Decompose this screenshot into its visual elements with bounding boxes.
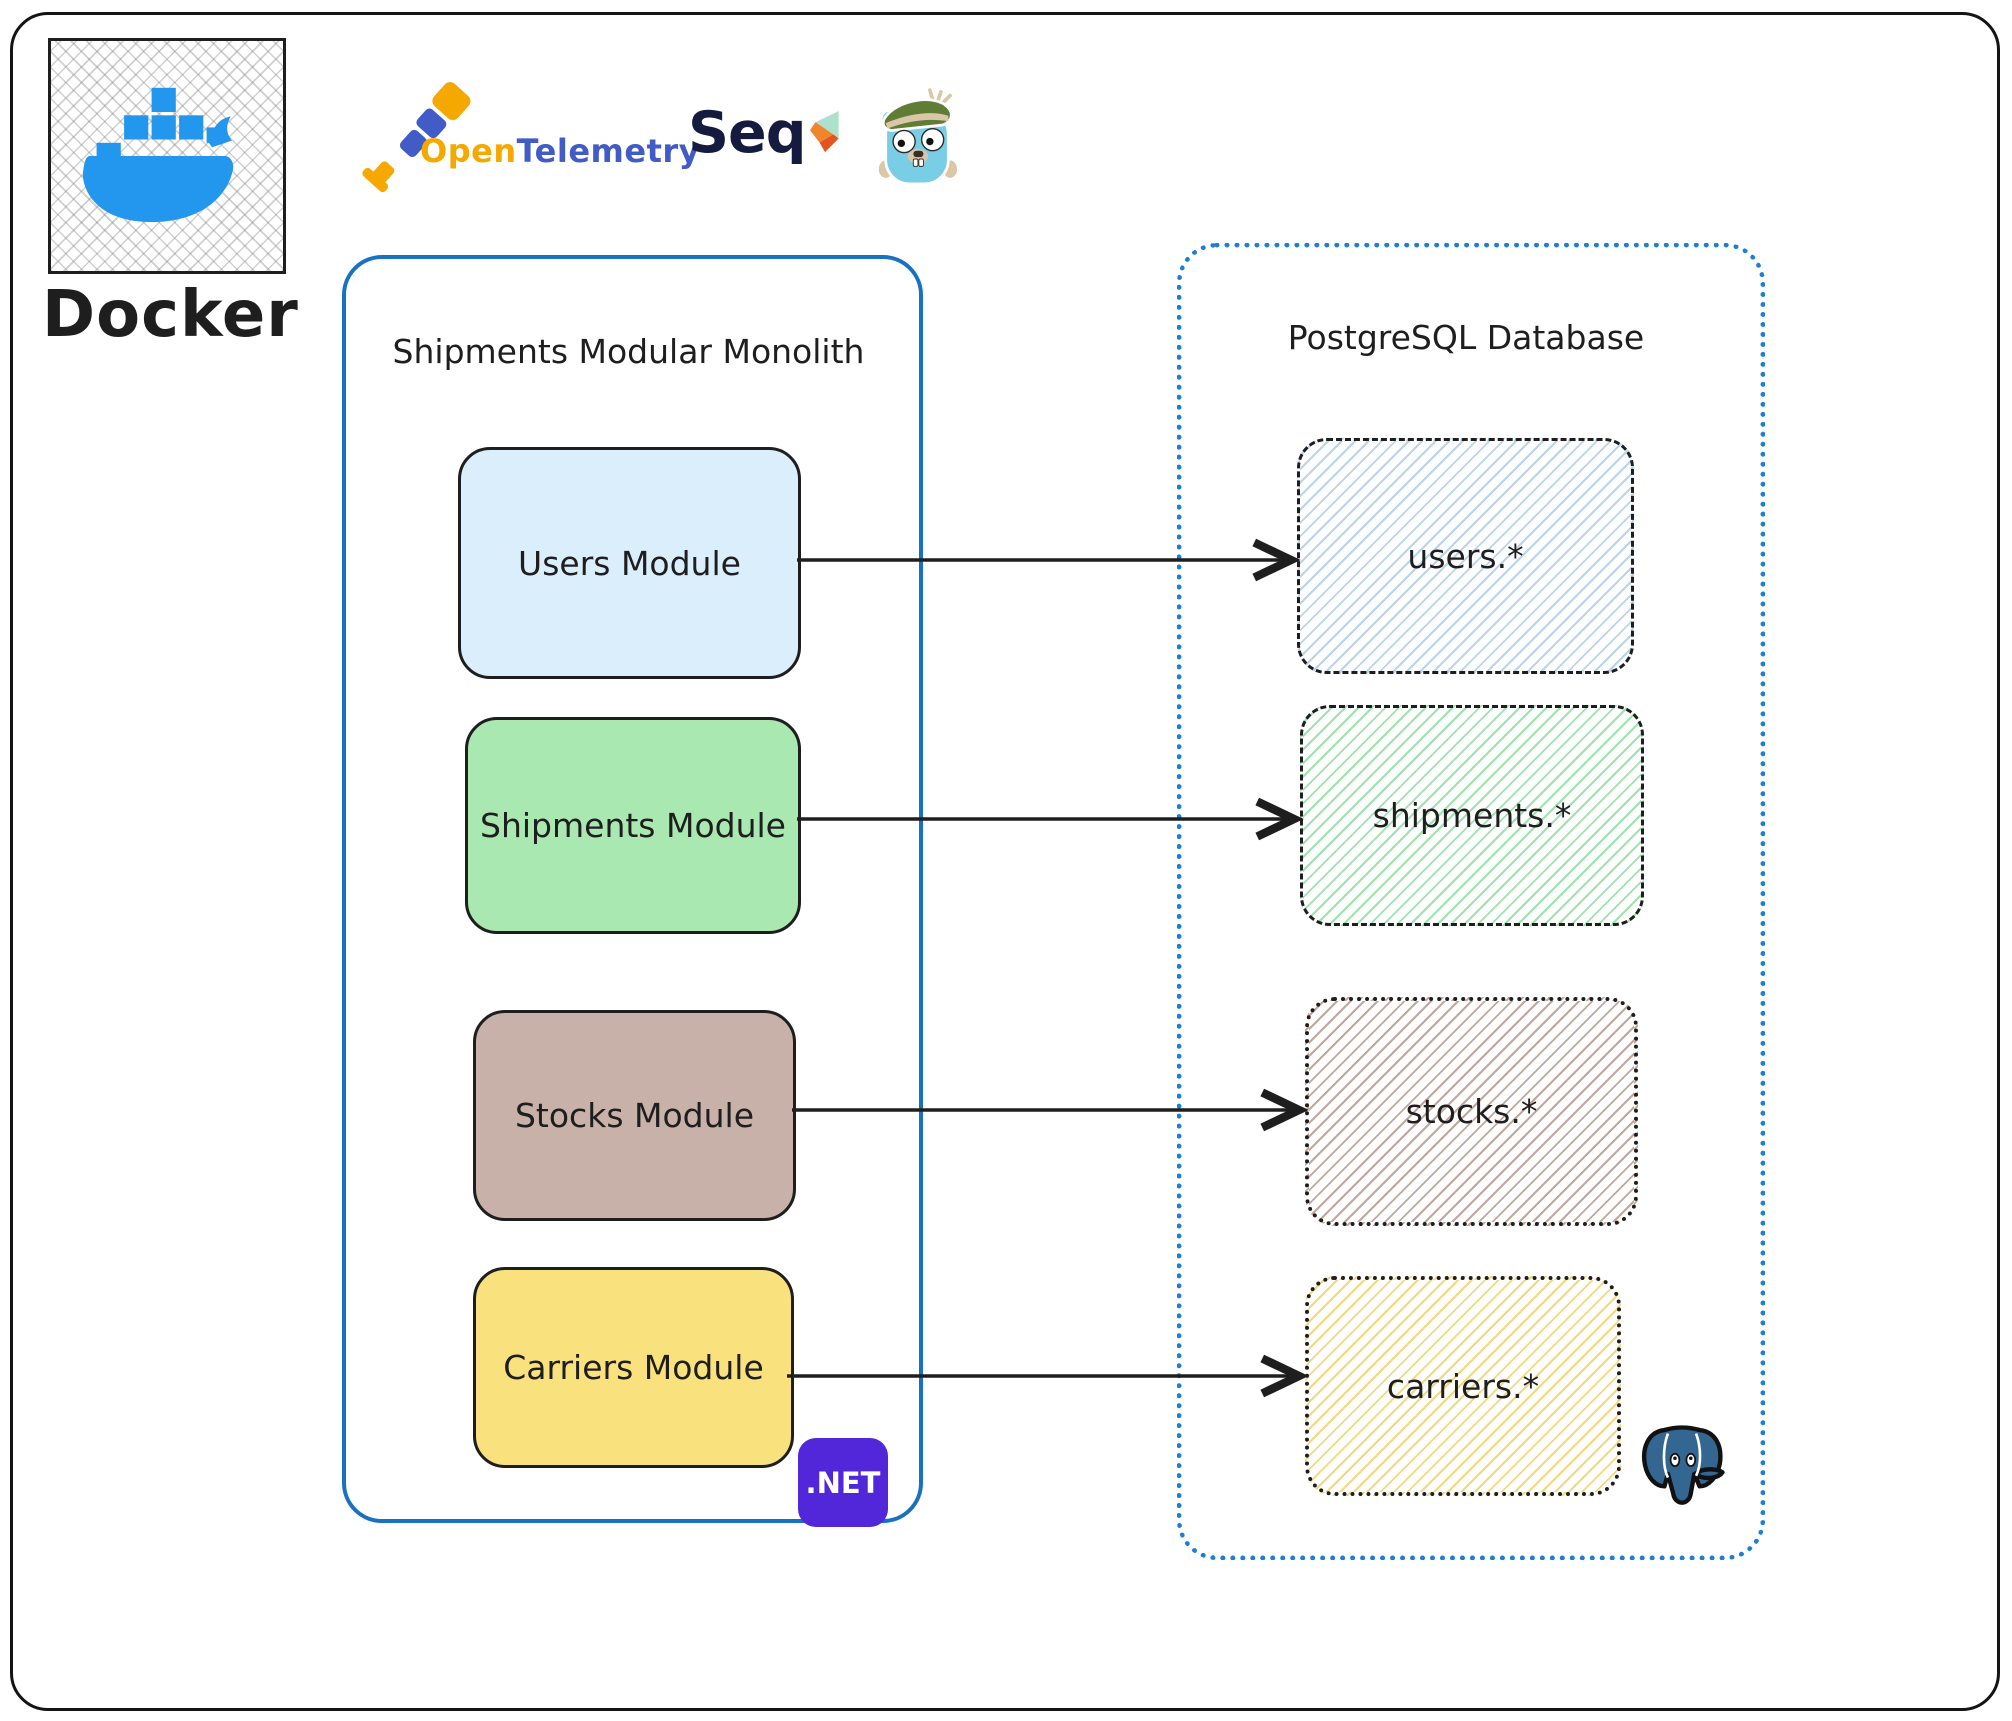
monolith-container: [342, 255, 923, 1523]
users-schema-box: users.*: [1297, 438, 1634, 674]
users-module-box: Users Module: [458, 447, 801, 679]
seq-icon: [810, 111, 839, 153]
stocks-schema-label: stocks.*: [1405, 1092, 1538, 1131]
docker-logo-box: [48, 38, 286, 274]
users-module-label: Users Module: [518, 543, 741, 583]
stocks-module-label: Stocks Module: [514, 1096, 754, 1135]
postgresql-title: PostgreSQL Database: [1287, 318, 1645, 357]
opentelemetry-word-open: Open: [420, 132, 517, 170]
postgresql-container: [1177, 243, 1765, 1560]
shipments-module-box: Shipments Module: [465, 717, 801, 934]
dotnet-badge: .NET: [798, 1438, 888, 1527]
shipments-schema-label: shipments.*: [1372, 796, 1572, 835]
carriers-schema-label: carriers.*: [1386, 1366, 1540, 1406]
stocks-module-box: Stocks Module: [473, 1010, 796, 1221]
users-schema-label: users.*: [1407, 536, 1524, 576]
opentelemetry-wordmark: OpenTelemetry: [420, 132, 700, 170]
docker-label: Docker: [42, 278, 299, 352]
monolith-title: Shipments Modular Monolith: [392, 332, 865, 371]
postgresql-elephant-icon: [1642, 1425, 1725, 1505]
shipments-schema-box: shipments.*: [1300, 705, 1644, 926]
shipments-module-label: Shipments Module: [480, 806, 786, 845]
diagram-frame: [10, 12, 2000, 1711]
opentelemetry-icon: [362, 82, 471, 193]
stocks-schema-box: stocks.*: [1305, 997, 1638, 1226]
docker-whale-icon: [82, 87, 234, 222]
carriers-module-label: Carriers Module: [503, 1348, 764, 1387]
seq-wordmark: Seq: [688, 100, 807, 166]
carriers-module-box: Carriers Module: [473, 1267, 794, 1468]
opentelemetry-word-telemetry: Telemetry: [516, 132, 701, 170]
go-gopher-icon: [876, 88, 960, 184]
carriers-schema-box: carriers.*: [1305, 1276, 1621, 1496]
